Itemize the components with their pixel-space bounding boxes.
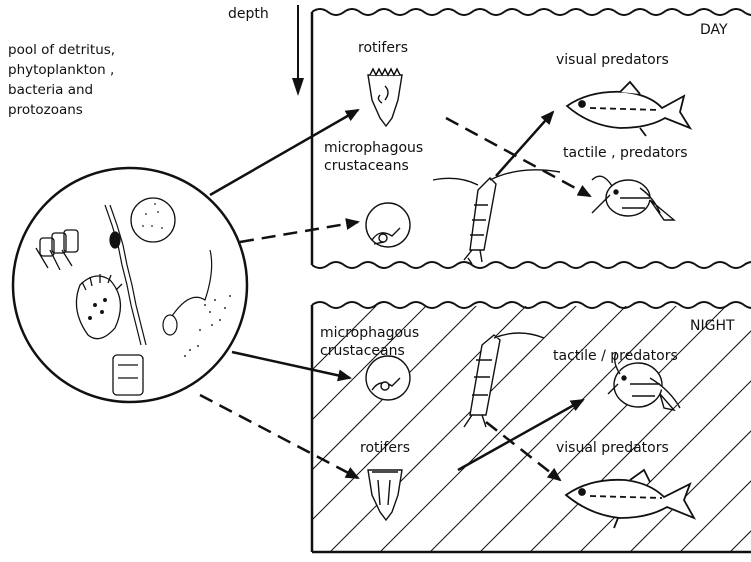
- night-crustaceans-line1: microphagous: [320, 325, 419, 342]
- day-copepod-icon: [433, 170, 560, 264]
- day-rotifers-label: rotifers: [358, 40, 408, 57]
- day-rotifer-icon: [368, 69, 402, 126]
- night-crustaceans-line2: crustaceans: [320, 343, 405, 360]
- day-fish-icon: [567, 82, 690, 136]
- day-visual-predators-label: visual predators: [556, 52, 669, 69]
- night-fish-icon: [566, 470, 694, 528]
- arrow-pool-to-night-rotifers: [200, 395, 358, 478]
- night-rotifers-label: rotifers: [360, 440, 410, 457]
- day-cladoceran-icon: [592, 176, 674, 220]
- day-crustacean-circle-icon: [366, 203, 410, 247]
- day-tactile-predators-label: tactile , predators: [563, 145, 688, 162]
- day-title: DAY: [700, 22, 728, 39]
- depth-label: depth: [228, 6, 269, 23]
- pool-line-3: bacteria and: [8, 80, 93, 100]
- night-tactile-predators-label: tactile / predators: [553, 348, 678, 365]
- plankton-pool-circle: [13, 168, 247, 402]
- pool-line-2: phytoplankton ,: [8, 60, 114, 80]
- night-crustacean-circle-icon: [366, 356, 410, 400]
- arrow-pool-to-day-crustaceans: [240, 222, 358, 242]
- pool-line-4: protozoans: [8, 100, 83, 120]
- pool-line-1: pool of detritus,: [8, 40, 115, 60]
- night-copepod-icon: [464, 333, 544, 427]
- day-crustaceans-line1: microphagous: [324, 140, 423, 157]
- day-crustaceans-line2: crustaceans: [324, 158, 409, 175]
- night-title: NIGHT: [690, 318, 735, 335]
- night-visual-predators-label: visual predators: [556, 440, 669, 457]
- depth-arrow: [292, 5, 304, 96]
- night-rotifer-icon: [368, 470, 402, 520]
